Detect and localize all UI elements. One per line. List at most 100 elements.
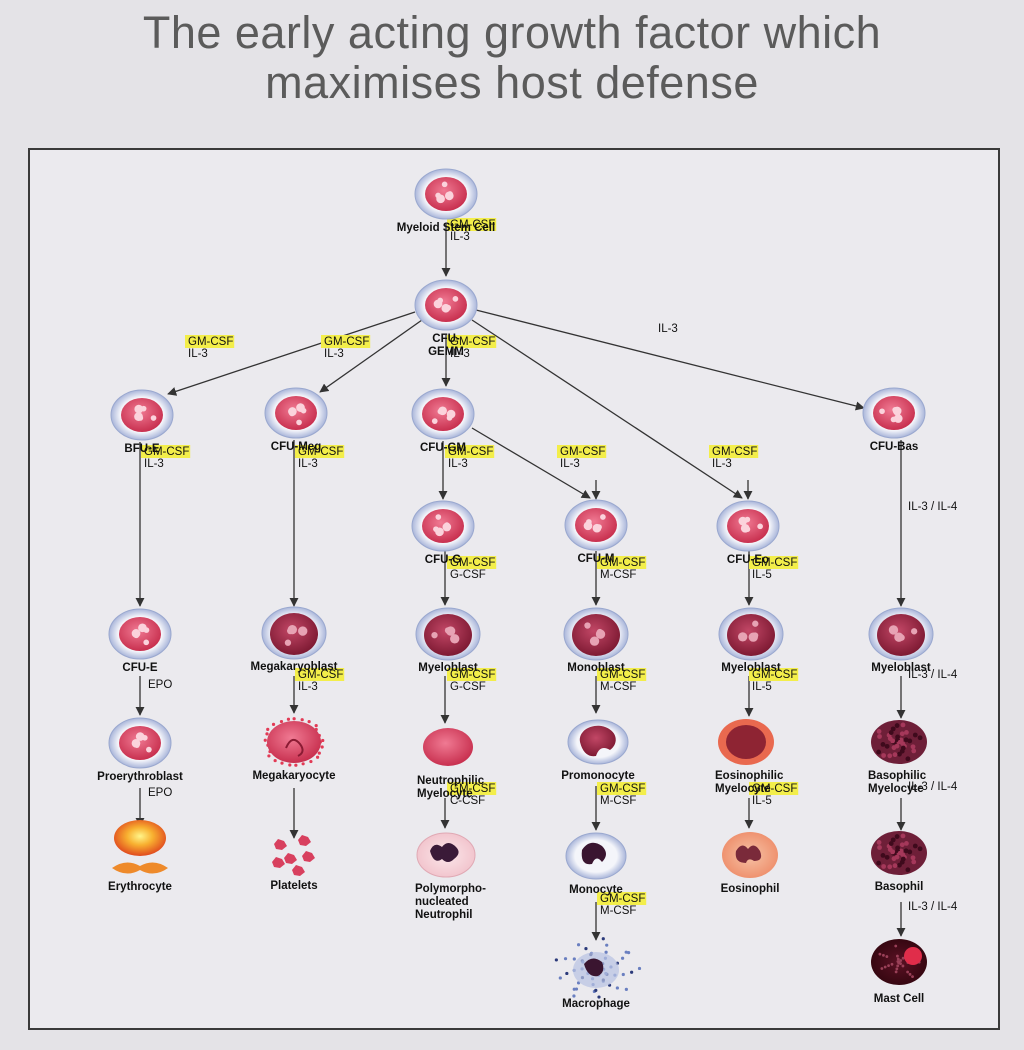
granule xyxy=(273,758,277,763)
granule xyxy=(906,970,910,974)
cell-label: Proerythroblast xyxy=(97,771,183,783)
cell-label: CFU-G xyxy=(425,554,461,566)
cell-label: Basophil xyxy=(875,881,924,893)
growth-factor-label: IL-3 xyxy=(560,458,580,470)
cell-side-view xyxy=(112,862,168,874)
granule xyxy=(895,967,899,971)
granule xyxy=(896,954,899,958)
cell-label: Myeloid Stem Cell xyxy=(397,222,495,234)
granule xyxy=(298,626,308,636)
growth-factor-label: GM-CSF xyxy=(298,446,343,458)
cell-body xyxy=(114,820,166,856)
growth-factor-label: IL-5 xyxy=(752,681,772,693)
granule xyxy=(572,994,576,998)
granule xyxy=(894,944,898,948)
granule xyxy=(917,846,923,852)
link-cfugemm-to-cfueo xyxy=(471,319,743,499)
factor-highlight xyxy=(557,445,607,458)
granule xyxy=(288,763,292,767)
factor-highlight xyxy=(447,782,497,795)
platelet xyxy=(302,851,315,862)
hematopoiesis-diagram: GM-CSFIL-3GM-CSFIL-3GM-CSFIL-3GM-CSFIL-3… xyxy=(97,168,958,1010)
granule xyxy=(880,852,886,858)
granule xyxy=(911,975,914,979)
link-cfue-to-proerythroblast: EPO xyxy=(135,676,172,716)
cell-label: Neutrophilic xyxy=(417,775,485,787)
granule xyxy=(903,848,909,854)
granule xyxy=(321,738,325,743)
growth-factor-label: GM-CSF xyxy=(324,336,369,348)
cell-platelets: Platelets xyxy=(270,835,318,892)
cell-label: Macrophage xyxy=(562,998,630,1010)
granule xyxy=(584,622,591,629)
granule xyxy=(901,956,905,960)
growth-factor-label: IL-5 xyxy=(752,569,772,581)
cell-eosinophil: Eosinophil xyxy=(721,832,779,895)
cell-basophil: Basophil xyxy=(871,831,927,893)
cell-label: CFU-GM xyxy=(420,442,466,454)
granule xyxy=(586,519,592,525)
granule xyxy=(911,748,917,754)
granule xyxy=(877,845,882,850)
growth-factor-label: EPO xyxy=(148,787,172,799)
granule xyxy=(294,763,298,767)
granule xyxy=(584,946,588,951)
granule xyxy=(905,867,911,873)
connector-arrow xyxy=(471,427,591,499)
granule xyxy=(892,406,902,416)
growth-factor-label: IL-3 xyxy=(450,348,470,360)
cell-label: BFU-E xyxy=(124,443,159,455)
cell-label: Eosinophilic xyxy=(715,770,784,782)
link-myeloblast3-to-basmyelocyte: IL-3 / IL-4 xyxy=(896,669,958,719)
cell-label: Promonocyte xyxy=(561,770,635,782)
granule xyxy=(131,629,141,638)
granule xyxy=(893,414,903,423)
cell-cfueo: CFU-Eo xyxy=(716,500,780,566)
granule xyxy=(431,418,438,424)
granule xyxy=(894,834,900,839)
granule xyxy=(565,971,569,976)
cell-myeloblast3: Myeloblast xyxy=(868,607,934,674)
cell-cfug: CFU-G xyxy=(411,500,475,566)
granule xyxy=(576,943,581,947)
granule xyxy=(320,745,324,749)
granule xyxy=(134,412,143,421)
granule xyxy=(300,407,307,414)
connector-layer: GM-CSFIL-3GM-CSFIL-3GM-CSFIL-3GM-CSFIL-3… xyxy=(135,218,958,941)
cell-label: Mast Cell xyxy=(874,993,925,1005)
granule xyxy=(140,405,147,412)
granule xyxy=(316,755,320,759)
granule xyxy=(292,717,296,721)
granule xyxy=(876,749,882,755)
granule xyxy=(904,840,909,846)
granule xyxy=(894,632,904,642)
granule xyxy=(287,624,297,635)
granule xyxy=(899,959,903,962)
link-basmyelocyte-to-basophil: IL-3 / IL-4 xyxy=(896,781,958,831)
granule xyxy=(884,854,890,860)
platelet xyxy=(284,853,297,864)
cell-macrophage: Macrophage xyxy=(554,937,642,1010)
cell-label: Megakaryocyte xyxy=(252,770,335,782)
granule xyxy=(307,720,311,724)
factor-highlight xyxy=(295,445,345,458)
granule xyxy=(879,408,885,415)
cell-nucleus xyxy=(424,614,472,656)
granule xyxy=(912,732,918,738)
platelet xyxy=(298,835,311,846)
granule xyxy=(887,753,893,759)
cell-cfumeg: CFU-Meg xyxy=(264,387,328,453)
granule xyxy=(911,859,917,865)
growth-factor-label: G-CSF xyxy=(450,569,486,581)
growth-factor-label: M-CSF xyxy=(600,681,636,693)
granule xyxy=(134,404,144,414)
cell-cfugemm: CFU-GEMM xyxy=(414,279,478,358)
connector-arrow xyxy=(475,309,865,411)
cell-bfue: BFU-E xyxy=(110,389,174,455)
granule xyxy=(896,964,900,968)
granule xyxy=(897,739,903,745)
